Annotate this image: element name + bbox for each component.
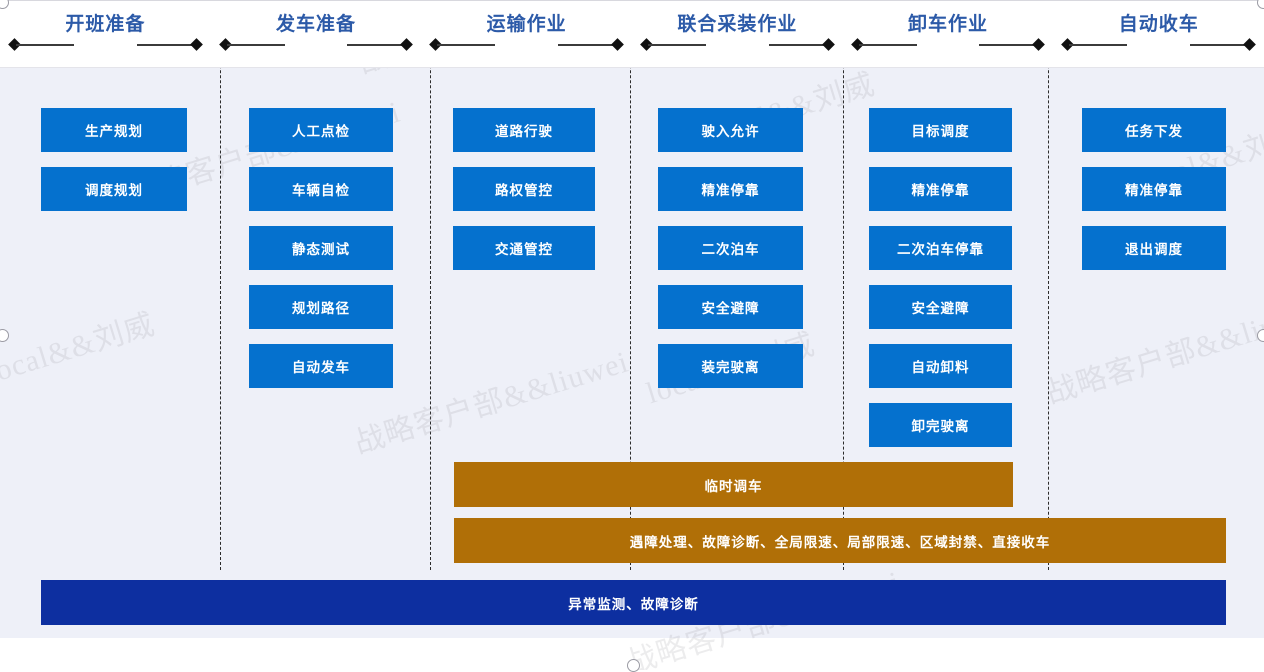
step-box[interactable]: 二次泊车 xyxy=(658,226,803,270)
step-box[interactable]: 退出调度 xyxy=(1082,226,1226,270)
step-box[interactable]: 静态测试 xyxy=(249,226,393,270)
monitoring-bar[interactable]: 异常监测、故障诊断 xyxy=(41,580,1226,625)
diamond-icon xyxy=(611,38,624,51)
step-box[interactable]: 装完驶离 xyxy=(658,344,803,388)
phase-item-5[interactable]: 自动收车 xyxy=(1053,1,1264,69)
phase-item-1[interactable]: 发车准备 xyxy=(211,1,422,69)
step-box[interactable]: 车辆自检 xyxy=(249,167,393,211)
selection-handle-middle-left[interactable] xyxy=(0,329,9,342)
step-box[interactable]: 人工点检 xyxy=(249,108,393,152)
step-box[interactable]: 自动卸料 xyxy=(869,344,1012,388)
phase-label: 运输作业 xyxy=(486,14,567,35)
phase-label: 卸车作业 xyxy=(908,14,989,35)
step-box[interactable]: 卸完驶离 xyxy=(869,403,1012,447)
phase-item-0[interactable]: 开班准备 xyxy=(0,1,211,69)
step-box[interactable]: 路权管控 xyxy=(453,167,595,211)
selection-handle-bottom-center[interactable] xyxy=(627,659,640,672)
phase-label: 自动收车 xyxy=(1118,14,1199,35)
step-box[interactable]: 安全避障 xyxy=(869,285,1012,329)
column-divider-3 xyxy=(630,0,631,570)
phase-row: 开班准备 发车准备 运输作业 xyxy=(0,1,1264,69)
step-box[interactable]: 精准停靠 xyxy=(1082,167,1226,211)
step-box[interactable]: 精准停靠 xyxy=(658,167,803,211)
selection-handle-middle-right[interactable] xyxy=(1257,329,1264,342)
phase-header-band: 开班准备 发车准备 运输作业 xyxy=(0,0,1264,68)
phase-item-4[interactable]: 卸车作业 xyxy=(843,1,1054,69)
selection-handle-top-right[interactable] xyxy=(1257,0,1264,9)
diamond-icon xyxy=(400,38,414,51)
phase-item-2[interactable]: 运输作业 xyxy=(421,1,632,69)
diamond-icon xyxy=(821,38,835,51)
step-box[interactable]: 调度规划 xyxy=(41,167,187,211)
column-divider-4 xyxy=(843,0,844,570)
step-box[interactable]: 生产规划 xyxy=(41,108,187,152)
diamond-icon xyxy=(1032,38,1046,51)
phase-arrow-icon xyxy=(850,38,1046,51)
selection-handle-top-left[interactable] xyxy=(0,0,9,9)
phase-arrow-icon xyxy=(1061,38,1256,51)
temp-dispatch-bar[interactable]: 临时调车 xyxy=(454,462,1013,507)
exception-handling-bar[interactable]: 遇障处理、故障诊断、全局限速、局部限速、区域封禁、直接收车 xyxy=(454,518,1226,563)
phase-item-3[interactable]: 联合采装作业 xyxy=(632,1,843,69)
phase-arrow-icon xyxy=(218,38,414,51)
phase-arrow-icon xyxy=(640,38,835,51)
column-divider-2 xyxy=(430,0,431,570)
column-divider-1 xyxy=(220,0,221,570)
step-box[interactable]: 交通管控 xyxy=(453,226,595,270)
diamond-icon xyxy=(189,38,203,51)
step-box[interactable]: 精准停靠 xyxy=(869,167,1012,211)
step-box[interactable]: 二次泊车停靠 xyxy=(869,226,1012,270)
phase-label: 开班准备 xyxy=(65,14,146,35)
step-box[interactable]: 目标调度 xyxy=(869,108,1012,152)
step-box[interactable]: 自动发车 xyxy=(249,344,393,388)
step-columns: 生产规划 调度规划 人工点检 车辆自检 静态测试 规划路径 自动发车 道路行驶 … xyxy=(0,68,1264,638)
phase-label: 发车准备 xyxy=(276,14,357,35)
phase-arrow-icon xyxy=(8,38,203,51)
phase-label: 联合采装作业 xyxy=(677,14,798,35)
step-box[interactable]: 规划路径 xyxy=(249,285,393,329)
step-box[interactable]: 安全避障 xyxy=(658,285,803,329)
phase-arrow-icon xyxy=(429,38,624,51)
diamond-icon xyxy=(1243,38,1256,51)
step-box[interactable]: 道路行驶 xyxy=(453,108,595,152)
step-box[interactable]: 任务下发 xyxy=(1082,108,1226,152)
column-divider-5 xyxy=(1048,0,1049,570)
step-box[interactable]: 驶入允许 xyxy=(658,108,803,152)
